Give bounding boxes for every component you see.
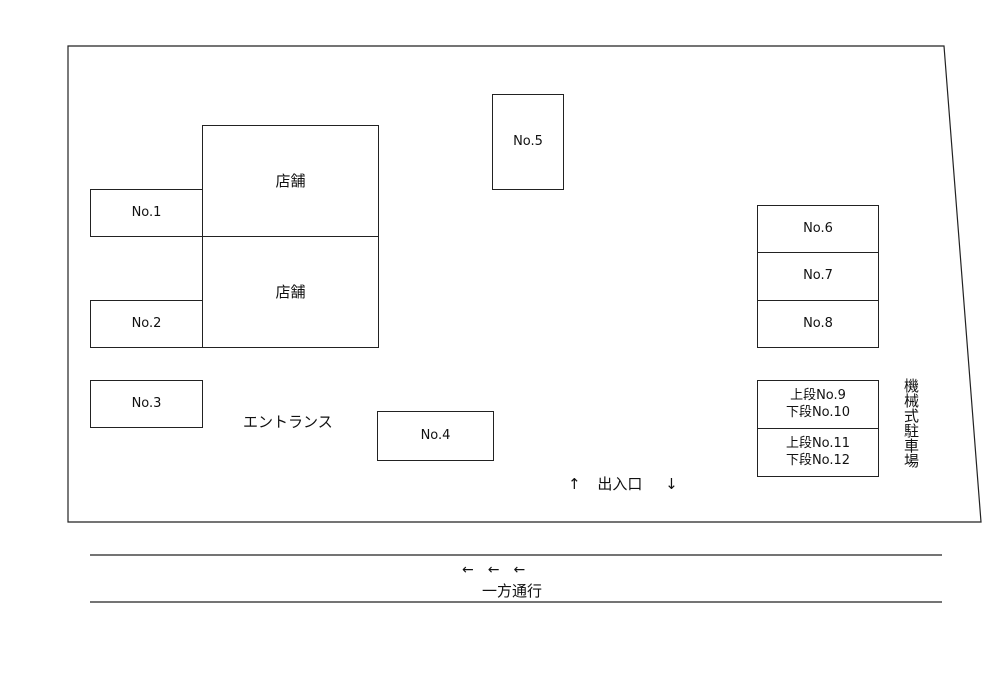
lot-boundary	[67, 45, 982, 523]
parking-space-7: No.7	[757, 252, 879, 301]
parking-space-7-label: No.7	[803, 268, 833, 284]
parking-space-8: No.8	[757, 300, 879, 348]
mechanical-parking-label: 機械式駐車場	[902, 378, 920, 468]
entrance-label: エントランス	[243, 413, 333, 431]
parking-space-3: No.3	[90, 380, 203, 428]
shop-upper: 店舗	[202, 125, 379, 238]
one-way-label: 一方通行	[482, 582, 543, 600]
shop-lower: 店舗	[202, 236, 379, 348]
gate-label-group: ↑ 出入口 ↓	[568, 473, 678, 494]
mechanical-space-11-label: 上段No.11	[785, 436, 851, 452]
mechanical-space-11-12: 上段No.11 下段No.12	[757, 428, 879, 477]
parking-space-8-label: No.8	[803, 315, 833, 331]
gate-label: 出入口	[597, 475, 643, 493]
parking-space-4: No.4	[377, 411, 494, 461]
parking-space-6: No.6	[757, 205, 879, 253]
parking-space-1: No.1	[90, 189, 203, 237]
parking-space-3-label: No.3	[131, 395, 162, 411]
parking-space-2: No.2	[90, 300, 203, 348]
parking-space-1-label: No.1	[131, 204, 162, 220]
parking-space-4-label: No.4	[420, 427, 451, 443]
parking-space-2-label: No.2	[131, 315, 162, 331]
mechanical-space-10-label: 下段No.10	[785, 404, 851, 420]
mechanical-space-9-label: 上段No.9	[790, 388, 846, 404]
gate-out-arrow: ↓	[665, 475, 678, 493]
shop-lower-label: 店舗	[275, 282, 306, 301]
one-way-arrows: ← ← ←	[462, 562, 526, 578]
mechanical-space-12-label: 下段No.12	[785, 452, 851, 468]
parking-space-6-label: No.6	[803, 220, 833, 236]
mechanical-space-9-10: 上段No.9 下段No.10	[757, 380, 879, 429]
parking-space-5-label: No.5	[513, 133, 543, 149]
gate-in-arrow: ↑	[568, 475, 581, 493]
parking-space-5: No.5	[492, 94, 564, 190]
shop-upper-label: 店舗	[275, 172, 306, 191]
